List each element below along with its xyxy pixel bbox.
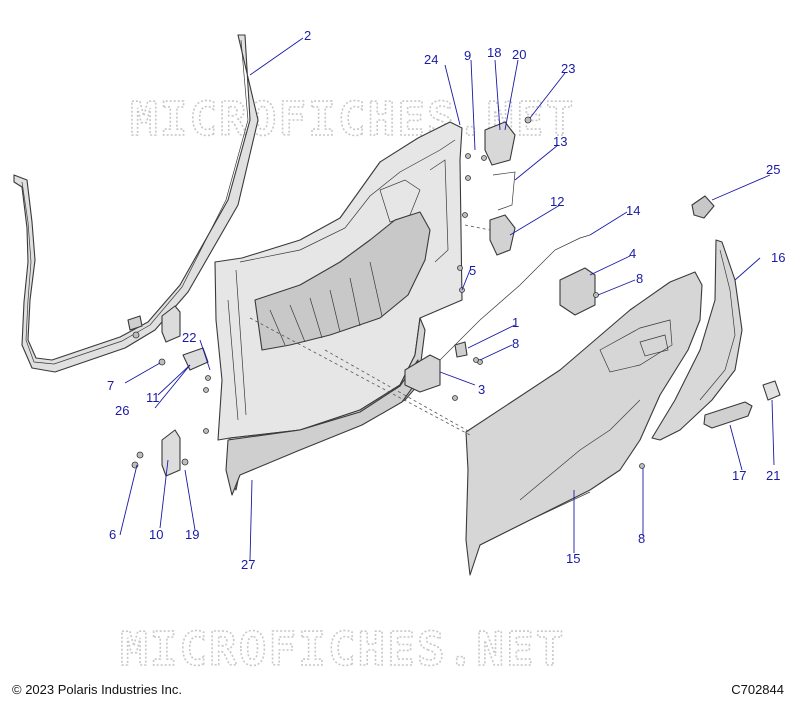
callout-24: 24 [424,52,438,67]
callout-13: 13 [553,134,567,149]
callout-26: 26 [115,403,129,418]
callout-8-lower: 8 [638,531,645,546]
lower-hinge [161,429,181,477]
callout-16: 16 [771,250,785,265]
door-latch [489,214,516,256]
callout-7: 7 [107,378,114,393]
fasteners [131,116,645,469]
callout-4: 4 [629,246,636,261]
callout-10: 10 [149,527,163,542]
leader-lines [119,37,775,561]
door-actuator [691,195,715,219]
latch-rod [439,234,591,361]
figure-code: C702844 [731,682,784,697]
callout-5: 5 [469,263,476,278]
handle-cap [762,380,781,401]
upper-hinge [161,305,181,343]
hinge-spacer [182,347,209,371]
latch-handle [559,267,596,316]
copyright-notice: © 2023 Polaris Industries Inc. [12,682,182,697]
callout-21: 21 [766,468,780,483]
callout-22: 22 [182,330,196,345]
callout-8-middle: 8 [512,336,519,351]
callout-1: 1 [512,315,519,330]
callout-23: 23 [561,61,575,76]
callout-8-upper: 8 [636,271,643,286]
callout-2: 2 [304,28,311,43]
callout-27: 27 [241,557,255,572]
door-lower-skin [225,359,419,496]
callout-6: 6 [109,527,116,542]
callout-18: 18 [487,45,501,60]
callout-14: 14 [626,203,640,218]
watermark-bottom: MICROFICHES.NET [120,622,565,676]
callout-19: 19 [185,527,199,542]
door-seal-strip [13,34,259,373]
callout-15: 15 [566,551,580,566]
callout-labels: 2 24 9 18 20 23 13 12 14 25 4 16 8 5 1 8… [107,28,785,572]
callout-9: 9 [464,48,471,63]
callout-3: 3 [478,382,485,397]
striker-bracket [484,121,516,166]
callout-20: 20 [512,47,526,62]
pull-handle [703,401,753,429]
callout-11: 11 [146,390,160,405]
latch-cable-13 [492,171,516,211]
release-handle [404,354,441,393]
door-outer-panel [465,271,703,576]
callout-25: 25 [766,162,780,177]
callout-12: 12 [550,194,564,209]
callout-17: 17 [732,468,746,483]
